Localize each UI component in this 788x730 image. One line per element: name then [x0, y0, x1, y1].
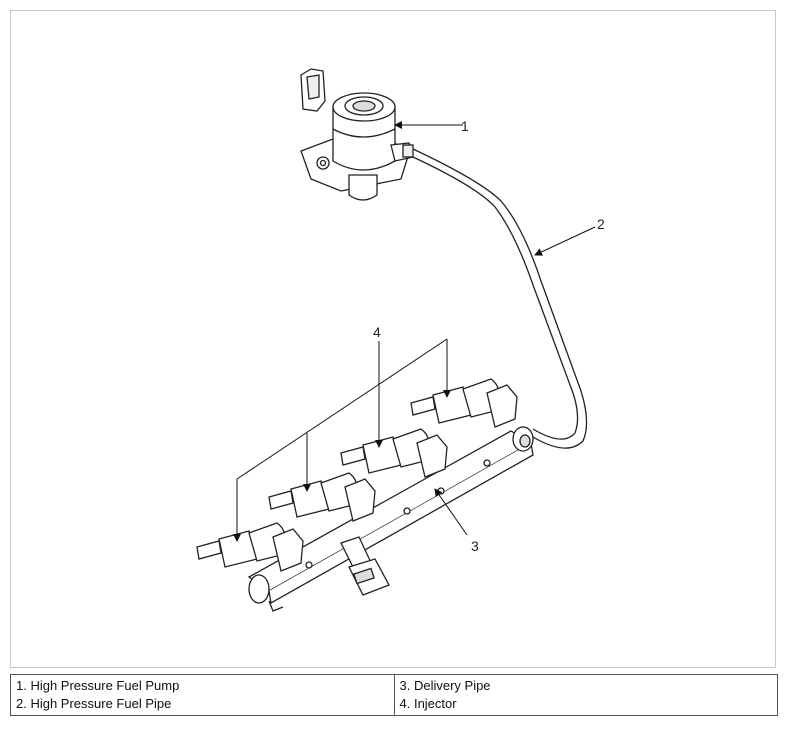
- legend-item-4: 4. Injector: [399, 696, 457, 711]
- legend-item-2: 2. High Pressure Fuel Pipe: [16, 696, 172, 711]
- callout-4: 4: [373, 324, 381, 340]
- delivery-pipe: [247, 426, 534, 612]
- leader-lines: [233, 121, 596, 542]
- legend-item-1: 1. High Pressure Fuel Pump: [16, 678, 180, 693]
- high-pressure-fuel-pipe: [412, 148, 588, 449]
- injector-4: [410, 378, 518, 428]
- legend-row: 1. High Pressure Fuel Pump 2. High Press…: [10, 674, 778, 716]
- high-pressure-fuel-pump: [300, 68, 414, 201]
- injector-3: [340, 428, 448, 478]
- injector-1: [196, 522, 304, 572]
- legend-table: 1. High Pressure Fuel Pump 2. High Press…: [10, 674, 778, 716]
- injector-2: [268, 472, 376, 522]
- figure-frame: 1 2 3 4: [10, 10, 776, 668]
- legend-item-3: 3. Delivery Pipe: [399, 678, 491, 693]
- callout-1: 1: [461, 118, 469, 134]
- callout-3: 3: [471, 538, 479, 554]
- fuel-system-diagram: 1 2 3 4: [196, 68, 605, 612]
- legend-column-right: 3. Delivery Pipe 4. Injector: [393, 674, 778, 716]
- legend-column-left: 1. High Pressure Fuel Pump 2. High Press…: [10, 674, 395, 716]
- callout-2: 2: [597, 216, 605, 232]
